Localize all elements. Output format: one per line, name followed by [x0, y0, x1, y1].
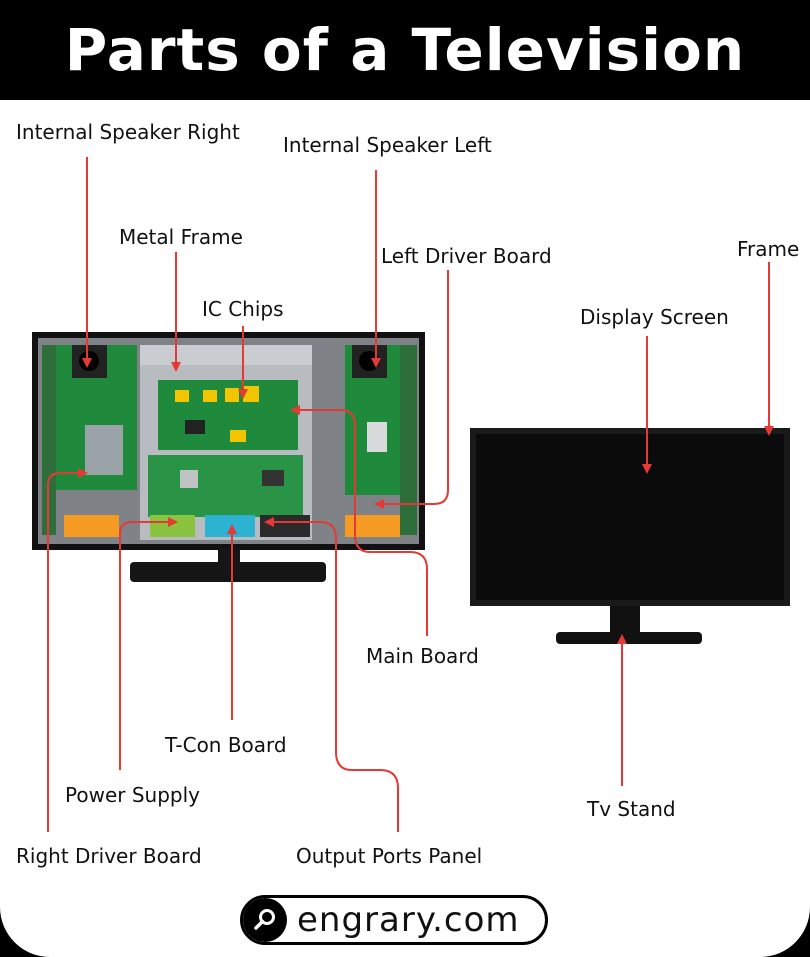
label-ic-chips: IC Chips [202, 297, 284, 321]
leader-main-board [296, 409, 428, 636]
power-supply [150, 515, 195, 537]
brand-text: engrary.com [297, 900, 520, 940]
left-tv-neck [218, 548, 240, 566]
left-tv-stand [130, 562, 326, 582]
search-icon [243, 898, 287, 942]
leader-left-driver-board [380, 270, 449, 505]
label-internal-speaker-right: Internal Speaker Right [16, 120, 240, 144]
label-power-supply: Power Supply [65, 783, 200, 807]
label-metal-frame: Metal Frame [119, 225, 243, 249]
label-main-board: Main Board [366, 644, 479, 668]
t-con-board [205, 515, 255, 537]
label-t-con-board: T-Con Board [165, 733, 287, 757]
arrowheads [78, 358, 774, 644]
brand-link[interactable]: engrary.com [240, 895, 548, 945]
label-tv-stand: Tv Stand [587, 797, 676, 821]
opened-tv-back [32, 332, 425, 582]
output-ports [260, 515, 310, 537]
leader-lines [47, 157, 770, 832]
leader-right-driver-board [47, 472, 82, 832]
label-output-ports-panel: Output Ports Panel [296, 844, 483, 868]
label-frame: Frame [737, 237, 800, 261]
leader-output-ports-panel [270, 521, 399, 832]
magnifier-glyph [254, 909, 275, 930]
label-right-driver-board: Right Driver Board [16, 844, 202, 868]
display-screen [476, 434, 784, 600]
front-tv [470, 428, 790, 644]
ic-chip [175, 390, 189, 402]
right-tv-stand [556, 632, 702, 644]
right-tv-neck [610, 606, 640, 634]
page-title: Parts of a Television [64, 16, 746, 84]
label-display-screen: Display Screen [580, 305, 729, 329]
label-internal-speaker-left: Internal Speaker Left [283, 133, 492, 157]
leader-power-supply [119, 521, 172, 770]
power-supply-left [64, 515, 119, 537]
label-left-driver-board: Left Driver Board [381, 244, 552, 268]
